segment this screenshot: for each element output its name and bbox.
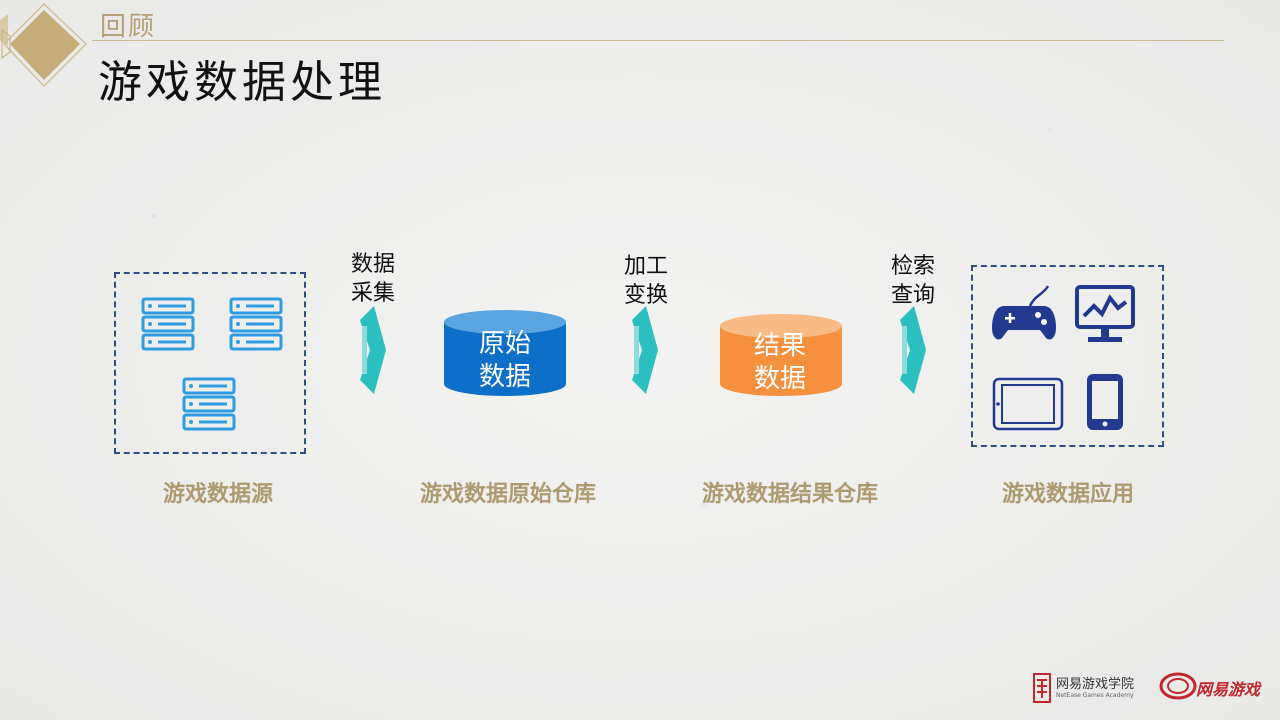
result-cyl-line1: 结果 xyxy=(753,331,806,361)
transform-arrow-label: 加工 变换 xyxy=(616,252,676,310)
raw-cyl-line2: 数据 xyxy=(478,362,531,392)
raw-cyl-line1: 原始 xyxy=(478,329,531,359)
phone-icon xyxy=(1087,374,1123,430)
collect-label-line1: 数据 xyxy=(350,252,395,277)
data-source-box xyxy=(114,272,306,454)
server-icon xyxy=(182,377,236,431)
data-source-label: 游戏数据源 xyxy=(162,482,273,507)
arrow-right-icon xyxy=(632,306,658,394)
page-title: 游戏数据处理 xyxy=(98,57,386,108)
netease-games-brand: 网易游戏 xyxy=(1196,680,1261,699)
arrow-right-icon xyxy=(360,306,386,394)
data-application-label: 游戏数据应用 xyxy=(1001,482,1134,507)
section-kicker: 回顾 xyxy=(100,12,157,42)
server-icon xyxy=(141,297,195,351)
query-label-line2: 查询 xyxy=(890,283,935,308)
netease-games-logo-icon xyxy=(1159,672,1197,700)
raw-store-label: 游戏数据原始仓库 xyxy=(419,482,596,507)
server-icon xyxy=(229,297,283,351)
result-data-cylinder-label: 结果 数据 xyxy=(720,330,840,396)
transform-label-line1: 加工 xyxy=(623,254,668,279)
raw-data-cylinder-label: 原始 数据 xyxy=(445,328,565,394)
header-divider xyxy=(92,40,1224,41)
transform-label-line2: 变换 xyxy=(623,283,668,308)
result-cyl-line2: 数据 xyxy=(753,364,806,394)
corner-diamond-decoration xyxy=(0,2,88,88)
collect-arrow-label: 数据 采集 xyxy=(343,250,403,308)
collect-label-line2: 采集 xyxy=(350,281,395,306)
gamepad-icon xyxy=(992,285,1056,340)
result-data-cylinder xyxy=(720,314,842,396)
arrow-right-icon xyxy=(900,306,926,394)
tablet-icon xyxy=(992,377,1064,431)
result-store-label: 游戏数据结果仓库 xyxy=(701,482,878,507)
query-label-line1: 检索 xyxy=(890,254,935,279)
query-arrow-label: 检索 查询 xyxy=(883,252,943,310)
academy-seal-icon xyxy=(1033,673,1051,703)
raw-data-cylinder xyxy=(444,310,566,396)
academy-name-en: NetEase Games Academy xyxy=(1056,692,1134,699)
data-application-box xyxy=(971,265,1164,447)
academy-name: 网易游戏学院 xyxy=(1056,677,1135,692)
monitor-chart-icon xyxy=(1075,285,1135,342)
